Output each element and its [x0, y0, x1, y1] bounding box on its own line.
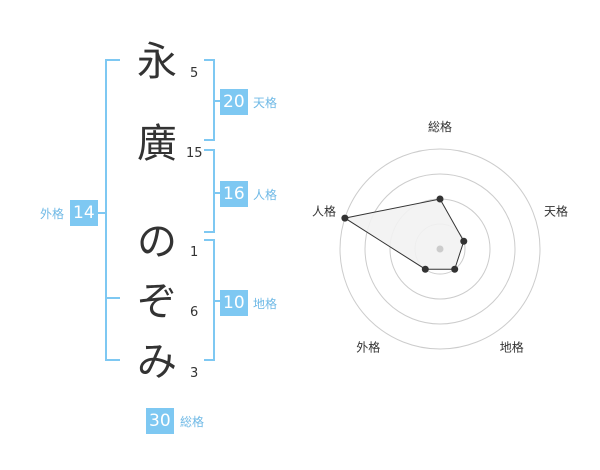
gaikaku-label: 外格 [40, 207, 65, 221]
radar-point-2 [460, 237, 468, 245]
tenkaku-label: 天格 [253, 96, 278, 110]
radar-point-1 [436, 195, 444, 203]
radar-center-dot [436, 245, 444, 253]
radar-point-5 [341, 214, 349, 222]
jinkaku-value-badge: 16 [220, 181, 248, 207]
radar-point-4 [421, 265, 429, 273]
radar-axis-label-3: 地格 [500, 340, 524, 355]
name-char-5: み [137, 339, 177, 385]
name-char-1: 永 [137, 39, 177, 85]
soukaku-value-badge: 30 [146, 408, 174, 434]
radar-axis-label-4: 外格 [356, 340, 380, 355]
gaikaku-bracket [105, 59, 120, 361]
stroke-count-1: 5 [190, 66, 199, 81]
chikaku-label: 地格 [253, 297, 278, 311]
chikaku-bracket [204, 239, 215, 361]
radar-point-3 [451, 265, 459, 273]
name-char-3: の [137, 219, 177, 265]
tenkaku-bracket [204, 59, 215, 141]
jinkaku-label: 人格 [253, 188, 278, 202]
name-char-2: 廣 [137, 121, 177, 167]
radar-ring-3 [364, 173, 516, 325]
chikaku-value-badge: 10 [220, 290, 248, 316]
name-char-4: ぞ [137, 279, 177, 325]
radar-axis-label-2: 天格 [544, 203, 568, 218]
gaikaku-value-badge: 14 [70, 200, 98, 226]
radar-axis-label-1: 総格 [428, 119, 452, 134]
radar-series-area [343, 198, 465, 270]
stroke-count-3: 1 [190, 245, 199, 260]
stroke-count-2: 15 [186, 146, 203, 161]
radar-ring-4 [339, 148, 541, 350]
jinkaku-bracket [204, 149, 215, 233]
stroke-count-5: 3 [190, 366, 199, 381]
stroke-count-4: 6 [190, 305, 199, 320]
radar-axis-label-5: 人格 [312, 203, 336, 218]
soukaku-label: 総格 [180, 415, 205, 429]
tenkaku-value-badge: 20 [220, 89, 248, 115]
